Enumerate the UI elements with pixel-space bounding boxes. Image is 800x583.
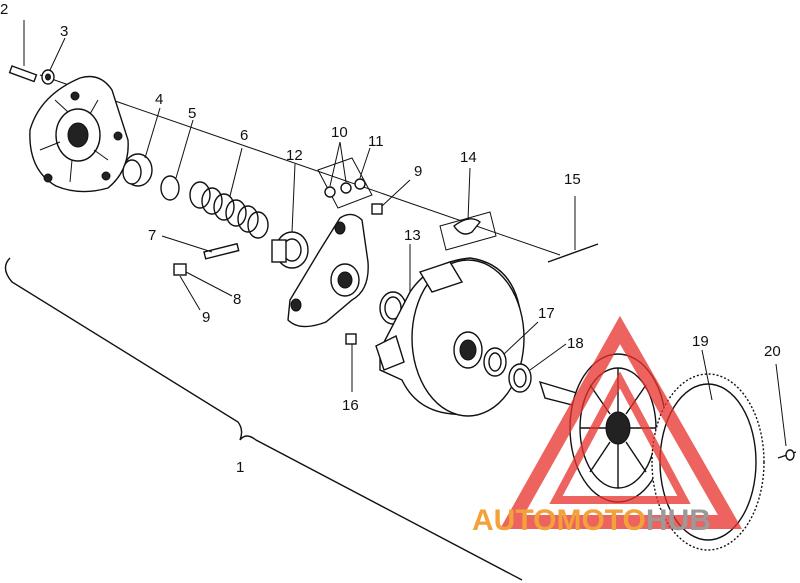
part-nut-left <box>173 263 233 311</box>
callout-6: 6 <box>240 127 248 144</box>
callout-13: 13 <box>404 227 421 244</box>
part-bolt <box>8 20 38 83</box>
callout-18: 18 <box>567 335 584 352</box>
part-ring-17 <box>483 321 539 377</box>
callout-9-left: 9 <box>202 309 210 326</box>
callout-17: 17 <box>538 305 555 322</box>
part-nut-right <box>371 179 411 215</box>
callout-5: 5 <box>188 105 196 122</box>
callout-3: 3 <box>60 23 68 40</box>
assembly-bracket <box>4 257 523 581</box>
part-cover <box>29 75 129 193</box>
part-sheave <box>375 257 525 417</box>
callout-15: 15 <box>564 171 581 188</box>
callout-11: 11 <box>368 133 384 150</box>
part-nuts-10-11 <box>317 141 373 209</box>
part-nut-16 <box>345 333 357 392</box>
part-ring-18 <box>508 343 567 393</box>
part-bushing <box>122 107 161 187</box>
callout-7: 7 <box>148 227 156 244</box>
part-fixed-sheave <box>538 353 667 503</box>
part-roller <box>271 163 309 269</box>
watermark-auto: AUTO <box>472 504 556 537</box>
watermark-hub: HUB <box>646 504 711 537</box>
callout-2: 2 <box>0 1 8 18</box>
watermark-text: AUTOMOTOHUB <box>472 504 711 537</box>
callout-9-right: 9 <box>414 163 422 180</box>
callout-19: 19 <box>692 333 709 350</box>
callout-1: 1 <box>236 459 244 476</box>
callout-14: 14 <box>460 149 477 166</box>
watermark-moto: MOTO <box>556 504 645 537</box>
callout-10: 10 <box>331 124 348 141</box>
part-spring <box>189 147 269 239</box>
callout-16: 16 <box>342 397 359 414</box>
callout-20: 20 <box>764 343 781 360</box>
callout-12: 12 <box>286 147 303 164</box>
callout-4: 4 <box>155 91 163 108</box>
watermark-logo <box>500 315 743 529</box>
part-long-bolt <box>547 196 599 263</box>
callout-8: 8 <box>233 291 241 308</box>
part-washer <box>41 37 66 85</box>
part-clip <box>439 167 497 251</box>
part-snap-ring <box>160 119 194 201</box>
part-spider-arm <box>287 213 369 328</box>
part-screw <box>775 363 797 461</box>
part-pin <box>161 235 240 260</box>
